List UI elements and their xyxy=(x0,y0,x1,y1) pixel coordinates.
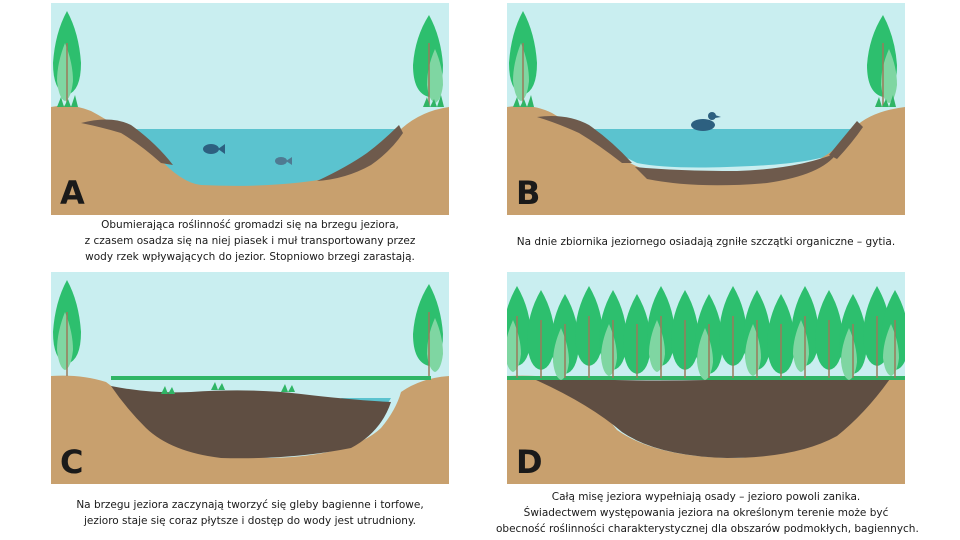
caption-b: Na dnie zbiornika jeziornego osiadają zg… xyxy=(496,234,916,250)
grass-tuft-icon xyxy=(111,376,431,380)
tree-icon xyxy=(867,15,897,107)
caption-line: jezioro staje się coraz płytsze i dostęp… xyxy=(83,515,417,527)
tree-icon xyxy=(413,15,443,107)
lake-basin-soil xyxy=(507,375,905,484)
sediment-fill xyxy=(527,376,892,458)
grass-tuft-icon xyxy=(281,384,295,392)
panel-a-illustration: A xyxy=(51,3,449,215)
shore-sediment-left xyxy=(81,119,173,165)
stage-b-scene xyxy=(507,3,905,215)
lake-bottom-gyttja xyxy=(635,153,837,186)
shore-sediment-left xyxy=(537,116,632,163)
fish-icon xyxy=(203,144,225,154)
caption-line: z czasem osadza się na niej piasek i muł… xyxy=(84,235,416,247)
caption-line: Obumierająca roślinność gromadzi się na … xyxy=(101,219,399,231)
stage-letter: C xyxy=(60,443,84,481)
stage-d-scene xyxy=(507,272,905,484)
caption-d: Całą misę jeziora wypełniają osady – jez… xyxy=(496,489,919,537)
caption-line: Na dnie zbiornika jeziornego osiadają zg… xyxy=(516,236,896,248)
stage-letter: B xyxy=(516,174,541,212)
forest xyxy=(507,286,905,380)
lake-water xyxy=(567,129,857,168)
tree-icon xyxy=(53,11,81,107)
shore-sediment-right xyxy=(317,125,403,181)
grass-tuft-icon xyxy=(161,386,175,394)
tree-icon xyxy=(509,11,537,107)
tree-icon xyxy=(527,290,555,378)
fish-icon xyxy=(275,157,292,165)
caption-line: Całą misę jeziora wypełniają osady – jez… xyxy=(551,491,861,503)
caption-a: Obumierająca roślinność gromadzi się na … xyxy=(40,217,460,265)
tree-icon xyxy=(743,290,771,378)
tree-icon xyxy=(53,280,81,376)
lake-basin-soil xyxy=(507,105,905,215)
caption-line: Na brzegu jeziora zaczynają tworzyć się … xyxy=(76,499,424,511)
tree-icon xyxy=(881,290,905,378)
caption-line: Świadectwem występowania jeziora na okre… xyxy=(523,507,889,519)
caption-c: Na brzegu jeziora zaczynają tworzyć się … xyxy=(40,497,460,529)
peat-fill xyxy=(111,386,391,459)
grass-tuft-icon xyxy=(211,382,225,390)
grass-tuft-icon xyxy=(57,95,78,107)
tree-icon xyxy=(839,294,867,380)
caption-line: wody rzek wpływających do jezior. Stopni… xyxy=(85,251,415,263)
tree-icon xyxy=(507,286,531,378)
grass-tuft-icon xyxy=(423,95,444,107)
tree-icon xyxy=(815,290,843,378)
stage-a-scene xyxy=(51,3,449,215)
tree-icon xyxy=(719,286,747,378)
stage-letter: D xyxy=(516,443,543,481)
lake-basin-soil xyxy=(51,105,449,215)
panel-d-illustration: D xyxy=(507,272,905,484)
caption-line: obecność roślinności charakterystycznej … xyxy=(496,523,919,535)
grass-tuft-icon xyxy=(875,95,896,107)
tree-icon xyxy=(551,294,579,380)
tree-icon xyxy=(791,286,819,378)
tree-icon xyxy=(575,286,603,378)
tree-icon xyxy=(671,290,699,378)
panel-b-illustration: B xyxy=(507,3,905,215)
panel-c-illustration: C xyxy=(51,272,449,484)
tree-icon xyxy=(695,294,723,380)
shore-sediment-right xyxy=(829,121,863,159)
duck-icon xyxy=(691,112,721,131)
tree-icon xyxy=(647,286,675,378)
stage-letter: A xyxy=(60,174,85,212)
tree-icon xyxy=(599,290,627,378)
grass-tuft-icon xyxy=(513,95,534,107)
lake-basin-soil xyxy=(51,375,449,484)
stage-c-scene xyxy=(51,272,449,484)
tree-icon xyxy=(623,294,651,378)
tree-icon xyxy=(413,284,443,376)
tree-icon xyxy=(767,294,795,378)
